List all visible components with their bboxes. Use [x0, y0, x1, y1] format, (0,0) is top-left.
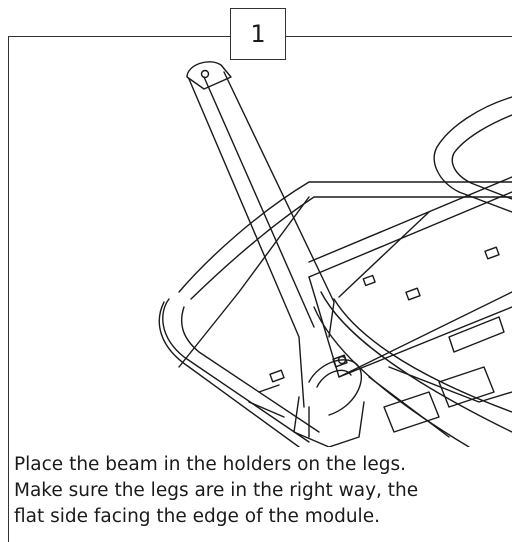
- leg-lower-4: [388, 366, 512, 403]
- leg-lower-5: [368, 376, 450, 438]
- caption-line-1: Place the beam in the holders on the leg…: [14, 454, 407, 475]
- clip-3: [362, 274, 376, 287]
- mount-plate-3: [258, 384, 280, 393]
- caption-line-2: Make sure the legs are in the right way,…: [14, 480, 419, 501]
- tray-floor-edge: [178, 196, 310, 368]
- holder-ring-inner: [316, 369, 352, 388]
- module-tray-rim: [158, 301, 300, 447]
- leg-top-cap: [186, 61, 232, 90]
- module-tray-inner-2: [181, 306, 320, 433]
- leg-top-hole: [200, 69, 210, 79]
- module-tray-outer: [178, 181, 512, 293]
- mount-plate-2: [438, 366, 495, 408]
- module-tray-outer-2: [162, 298, 310, 443]
- beam-top: [308, 176, 512, 263]
- frame-loop-right-inner: [451, 114, 512, 200]
- beam-top-2: [308, 191, 512, 278]
- clip-2: [484, 246, 500, 260]
- leg-upright-left: [188, 78, 305, 408]
- beam-slot: [448, 316, 505, 353]
- instruction-caption: Place the beam in the holders on the leg…: [14, 452, 506, 530]
- holder-ring: [308, 359, 363, 416]
- mount-plate-4: [248, 401, 285, 418]
- mount-plate-1: [383, 391, 440, 433]
- module-tray-inner: [190, 196, 512, 300]
- leg-upright-face: [203, 76, 315, 328]
- holder-bolt: [337, 355, 347, 365]
- assembly-illustration: [158, 61, 512, 447]
- caption-line-3: flat side facing the edge of the module.: [14, 506, 380, 527]
- beam-bottom: [338, 306, 512, 378]
- clip-4: [269, 369, 285, 383]
- tray-floor-edge-2: [338, 211, 430, 298]
- frame-loop-right: [433, 96, 512, 213]
- holder-base: [293, 396, 365, 447]
- leg-lower-2: [333, 298, 512, 413]
- clip-1: [405, 287, 421, 301]
- step-number-badge: 1: [230, 8, 286, 60]
- step-number: 1: [250, 20, 266, 48]
- leg-lower-1: [320, 291, 512, 433]
- leg-upright-right: [223, 71, 335, 338]
